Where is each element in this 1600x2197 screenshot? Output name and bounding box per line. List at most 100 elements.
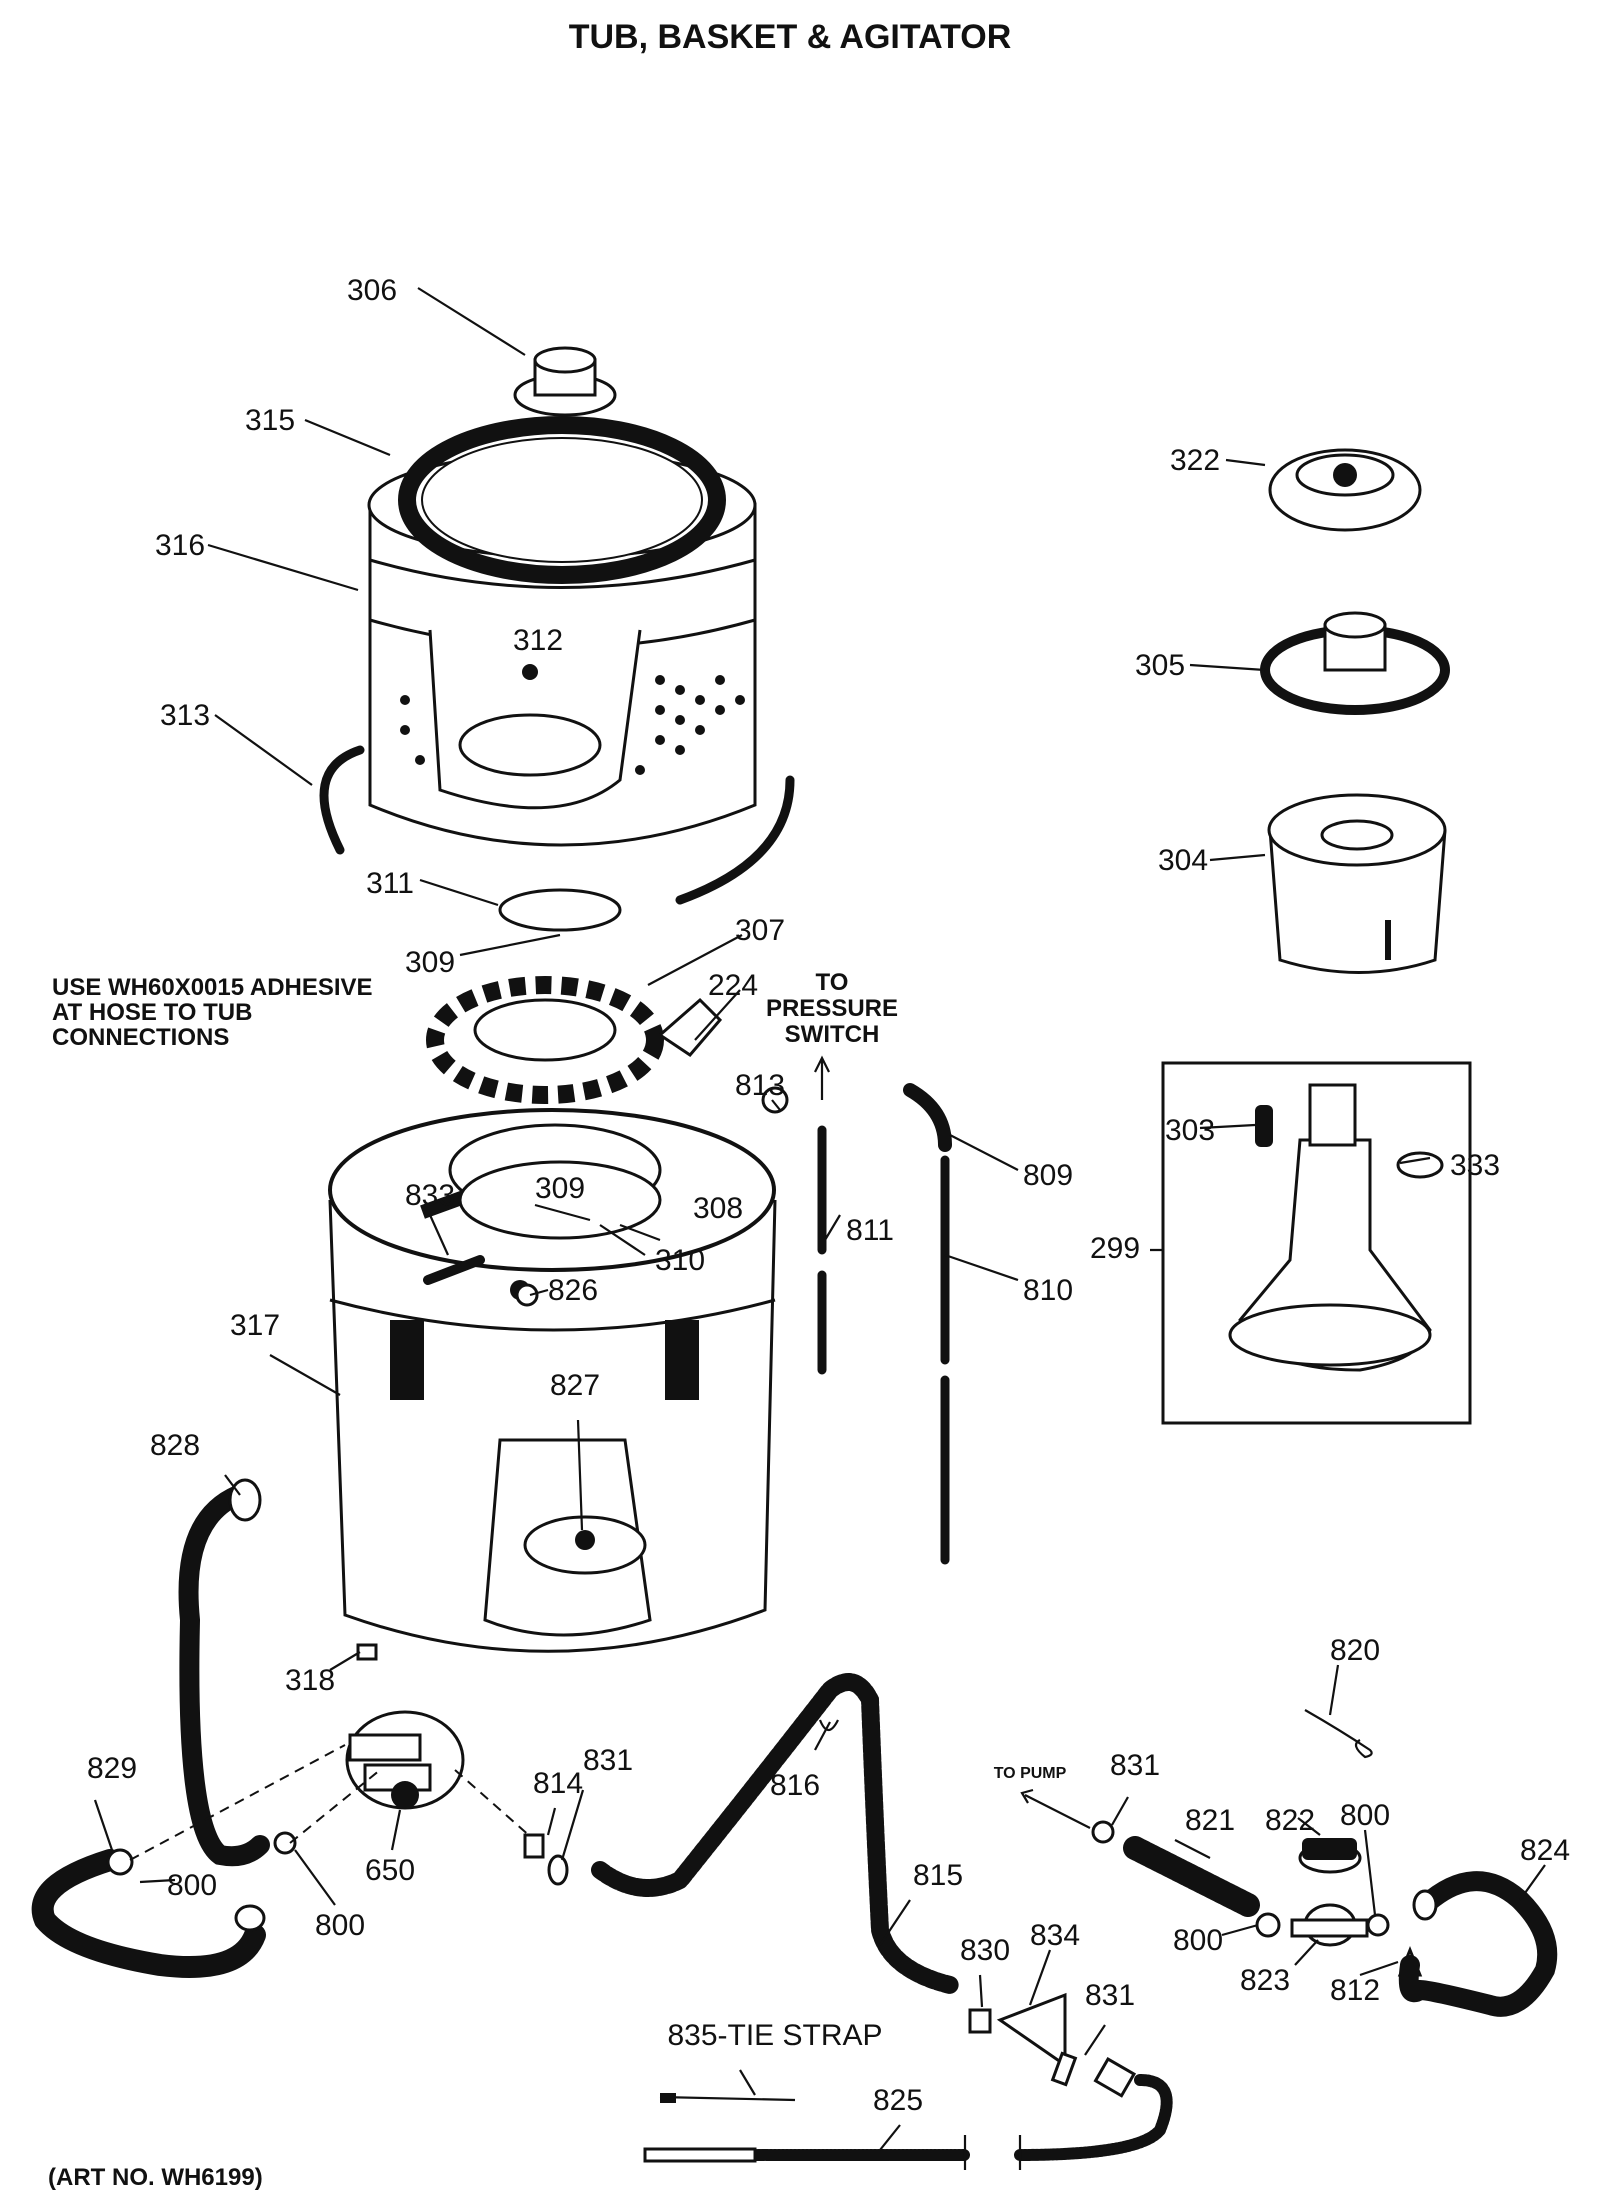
label-831b: 831: [1110, 1749, 1160, 1782]
label-812: 812: [1330, 1974, 1380, 2007]
cap-322: [1268, 448, 1422, 532]
label-815: 815: [913, 1859, 963, 1892]
agitator-assembly-299: [1161, 1061, 1472, 1425]
ring-308: [458, 1160, 662, 1240]
clip-816: [818, 1719, 839, 1732]
label-800d: 800: [1173, 1924, 1223, 1957]
funnel-834: [996, 1992, 1067, 2068]
label-309a: 309: [405, 946, 455, 979]
adhesive-note: USE WH60X0015 ADHESIVE AT HOSE TO TUB CO…: [52, 974, 373, 1051]
label-309b: 309: [535, 1172, 585, 1205]
label-825: 825: [873, 2084, 923, 2117]
pump-arrow: [1020, 1788, 1091, 1829]
pump-650: [345, 1710, 465, 1810]
cap-822: [1298, 1838, 1362, 1874]
label-829: 829: [87, 1752, 137, 1785]
label-835: 835-TIE STRAP: [667, 2019, 882, 2052]
label-823: 823: [1240, 1964, 1290, 1997]
balance-ring-315: [398, 416, 726, 584]
bracket-224: [657, 997, 723, 1057]
agitator-top-305: [1260, 611, 1450, 715]
label-826: 826: [548, 1274, 598, 1307]
tie-strap-835: [659, 2095, 796, 2102]
dash-lines: [129, 1744, 541, 1861]
label-800a: 800: [167, 1869, 217, 1902]
clamp-831a: [547, 1854, 569, 1886]
label-822: 822: [1265, 1804, 1315, 1837]
label-831c: 831: [1085, 1979, 1135, 2012]
hub-nut-306: [513, 346, 617, 417]
label-816: 816: [770, 1769, 820, 1802]
label-810: 810: [1023, 1274, 1073, 1307]
clamp-ring-311: [498, 888, 622, 932]
spring-820: [1304, 1709, 1373, 1759]
label-322: 322: [1170, 444, 1220, 477]
label-811: 811: [846, 1214, 894, 1247]
label-828: 828: [150, 1429, 200, 1462]
label-809: 809: [1023, 1159, 1073, 1192]
label-333: 333: [1450, 1149, 1500, 1182]
clamp-800d: [1366, 1913, 1390, 1937]
label-299: 299: [1090, 1232, 1140, 1265]
label-814: 814: [533, 1767, 583, 1800]
valve-823: [1290, 1903, 1369, 1947]
label-830: 830: [960, 1934, 1010, 1967]
strap-833: [423, 1255, 485, 1285]
grommet-813: [761, 1086, 789, 1114]
label-827: 827: [550, 1369, 600, 1402]
clamp-830: [968, 2008, 992, 2034]
svg-text:TO: TO: [816, 969, 849, 996]
svg-text:USE WH60X0015 ADHESIVE: USE WH60X0015 ADHESIVE: [52, 974, 373, 1001]
label-824: 824: [1520, 1834, 1570, 1867]
leader-lines: [93, 287, 1546, 2151]
tub-seal-307: [426, 976, 664, 1104]
label-306: 306: [347, 274, 397, 307]
svg-text:SWITCH: SWITCH: [785, 1021, 880, 1048]
to-pump-note: TO PUMP: [994, 1765, 1067, 1782]
fitting-814: [523, 1833, 545, 1859]
label-303: 303: [1165, 1114, 1215, 1147]
label-307: 307: [735, 914, 785, 947]
pressure-switch-note: TO PRESSURE SWITCH: [766, 969, 898, 1048]
label-310: 310: [655, 1244, 705, 1277]
label-224: 224: [708, 969, 758, 1002]
hose-824: [1398, 1871, 1558, 2017]
label-316: 316: [155, 529, 205, 562]
label-821: 821: [1185, 1804, 1235, 1837]
svg-text:CONNECTIONS: CONNECTIONS: [52, 1024, 229, 1051]
hose-828: [178, 1485, 270, 1867]
label-317: 317: [230, 1309, 280, 1342]
label-813: 813: [735, 1069, 785, 1102]
cap-826: [515, 1283, 539, 1307]
label-831a: 831: [583, 1744, 633, 1777]
agitator-base-304: [1267, 793, 1447, 974]
part-labels: 306 315 316 313 312 311 309 307 224 322 …: [87, 274, 1570, 2117]
label-650: 650: [365, 1854, 415, 1887]
label-800b: 800: [315, 1909, 365, 1942]
label-833: 833: [405, 1179, 455, 1212]
label-312: 312: [513, 624, 563, 657]
label-315: 315: [245, 404, 295, 437]
label-318: 318: [285, 1664, 335, 1697]
label-834: 834: [1030, 1919, 1080, 1952]
label-308: 308: [693, 1192, 743, 1225]
page-title: TUB, BASKET & AGITATOR: [569, 18, 1012, 56]
svg-text:AT HOSE TO TUB: AT HOSE TO TUB: [52, 999, 252, 1026]
hose-809: [903, 1083, 952, 1152]
hose-829: [31, 1849, 266, 1978]
clamp-831b: [1091, 1820, 1115, 1844]
label-820: 820: [1330, 1634, 1380, 1667]
label-305: 305: [1135, 649, 1185, 682]
hose-815: [591, 1673, 959, 1994]
snubber-ring-313: [319, 745, 365, 855]
hose-821: [1123, 1836, 1260, 1917]
fitting-831c: [1050, 2051, 1078, 2087]
svg-text:PRESSURE: PRESSURE: [766, 995, 898, 1022]
label-304: 304: [1158, 844, 1208, 877]
clip-318: [356, 1643, 378, 1661]
label-800c: 800: [1340, 1799, 1390, 1832]
label-311: 311: [366, 867, 414, 900]
pressure-arrow: [814, 1055, 830, 1100]
label-313: 313: [160, 699, 210, 732]
